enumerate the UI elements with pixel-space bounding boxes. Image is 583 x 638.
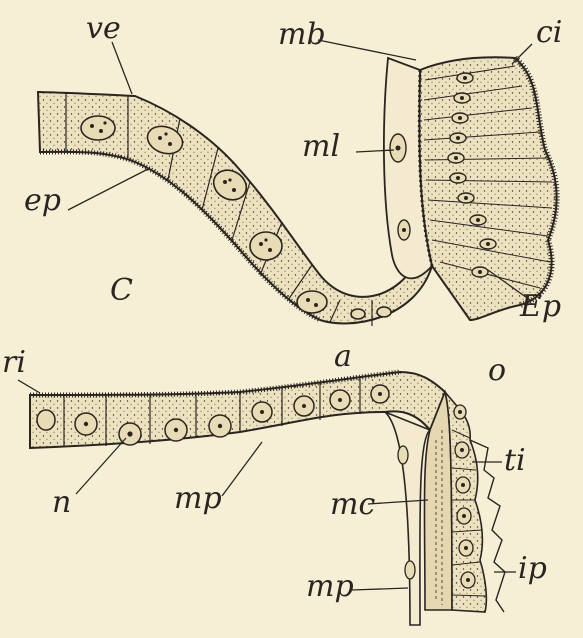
label-mp-upper: mp	[174, 484, 222, 514]
label-n: n	[52, 488, 71, 518]
label-mp-lower: mp	[306, 572, 354, 602]
label-Ep: Ep	[520, 292, 561, 322]
label-mb: mb	[278, 20, 326, 50]
label-ve: ve	[86, 14, 121, 44]
label-ep: ep	[24, 186, 61, 216]
label-ri: ri	[2, 348, 26, 378]
label-ti: ti	[504, 446, 526, 476]
label-c: C	[110, 276, 133, 306]
columnar-epithelium	[419, 57, 556, 320]
label-ip: ip	[518, 554, 547, 584]
label-a: a	[334, 342, 352, 372]
label-ci: ci	[536, 18, 562, 48]
label-mc: mc	[330, 490, 375, 520]
upper-epithelial-layer	[38, 92, 432, 326]
label-ml: ml	[302, 132, 340, 162]
lower-right-layers	[385, 392, 505, 625]
label-o: o	[488, 356, 506, 386]
lower-epithelial-layer	[30, 372, 445, 448]
